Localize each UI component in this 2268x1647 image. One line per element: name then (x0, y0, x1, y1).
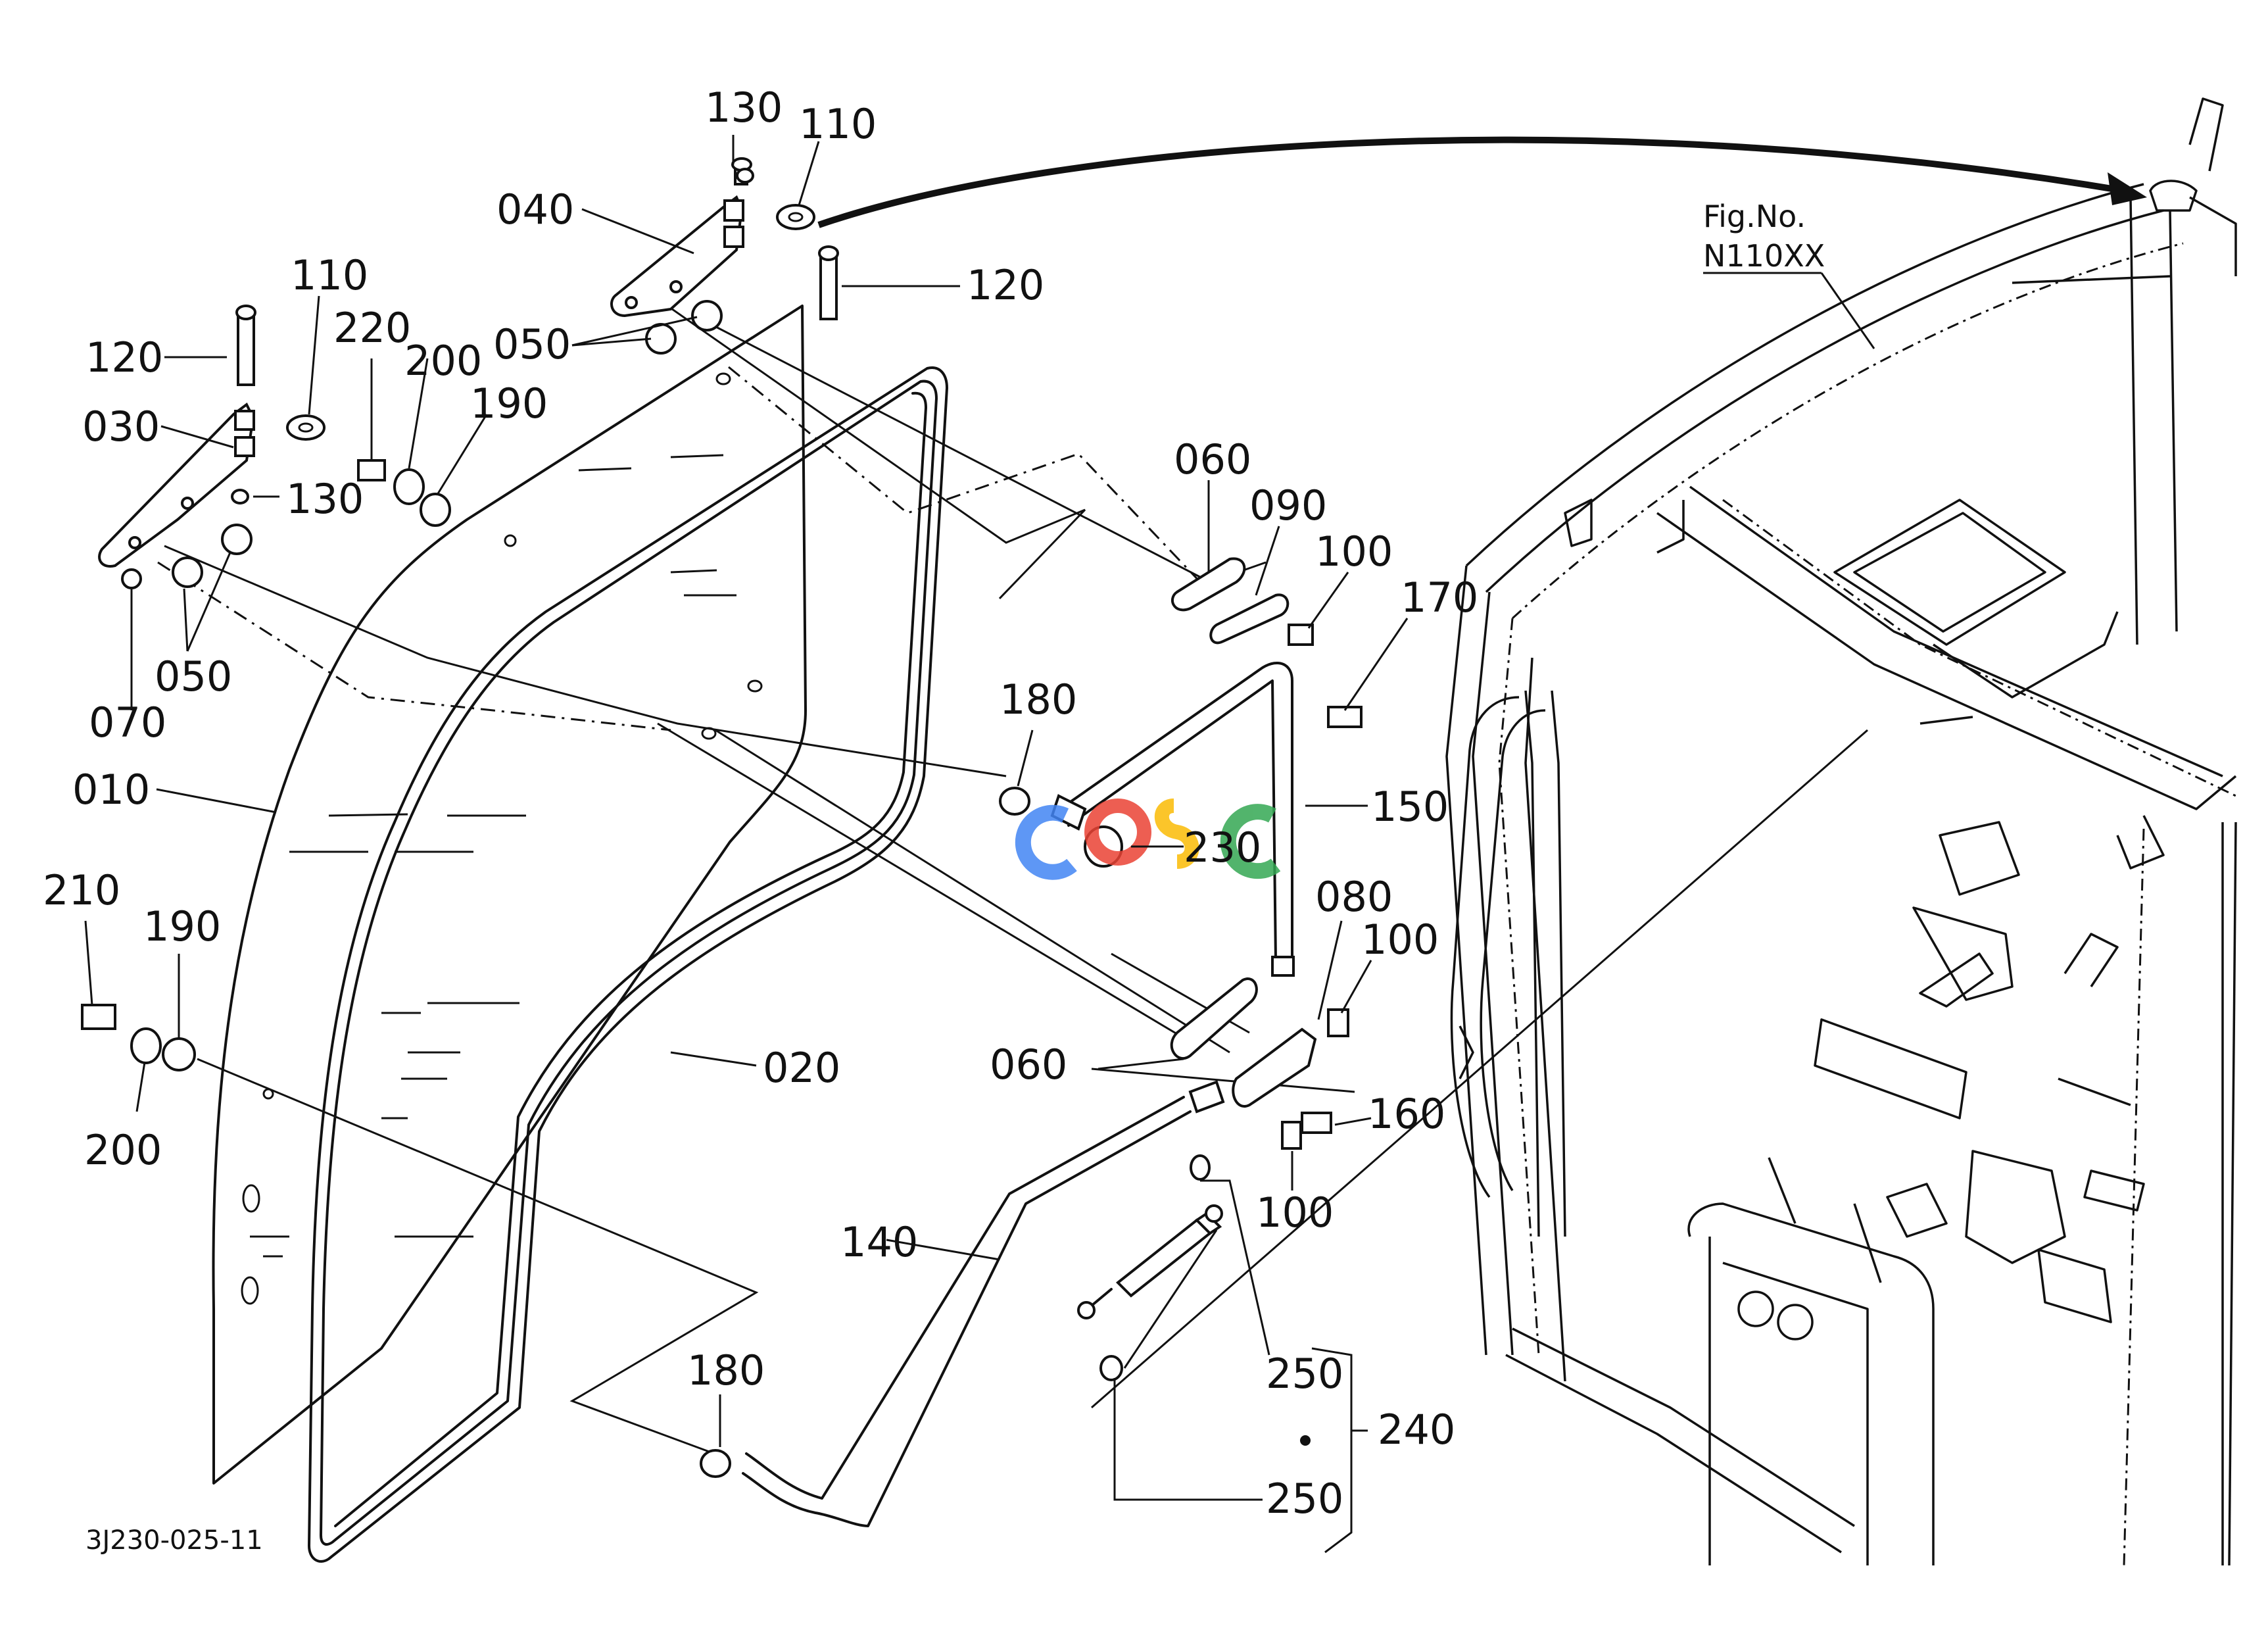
callout-100-upper: 100 (1315, 528, 1393, 576)
callout-250-lower: 250 (1266, 1475, 1343, 1523)
callout-010: 010 (72, 766, 150, 814)
callout-220: 220 (333, 304, 411, 352)
callout-140: 140 (840, 1218, 918, 1266)
callout-200-lower: 200 (84, 1126, 162, 1174)
callout-200-upper: 200 (404, 337, 482, 385)
leader-lines (84, 135, 1409, 1554)
callout-100-lower: 100 (1256, 1189, 1334, 1237)
callout-130-upper: 130 (705, 84, 783, 132)
cab-frame (1445, 97, 2237, 1566)
hinge-030 (98, 168, 754, 589)
callout-050-lower: 050 (155, 652, 232, 701)
callout-150: 150 (1371, 783, 1449, 831)
callout-020: 020 (763, 1044, 840, 1092)
callout-160: 160 (1368, 1090, 1445, 1138)
weatherstrip-020 (308, 366, 948, 1563)
callout-100-middle: 100 (1361, 916, 1439, 964)
figure-ref-label: Fig.No. (1703, 199, 1806, 234)
rod-140 (742, 1080, 1225, 1527)
watermark-logo (1015, 799, 1281, 880)
callout-250-upper: 250 (1266, 1350, 1343, 1398)
callout-230: 230 (1184, 823, 1261, 872)
callout-050-upper: 050 (493, 320, 571, 368)
callout-090: 090 (1249, 481, 1327, 529)
hardware-misc (81, 459, 1363, 1478)
callout-180-upper: 180 (1000, 676, 1077, 724)
figure-reference: Fig.No. N110XX (1703, 199, 1875, 349)
callout-110-upper: 110 (799, 100, 877, 148)
figure-ref-number: N110XX (1703, 238, 1825, 274)
callout-120-lower: 120 (85, 333, 163, 381)
callout-060-lower: 060 (990, 1041, 1067, 1089)
callout-070: 070 (89, 699, 166, 747)
door-glass-010 (212, 305, 807, 1485)
callout-labels: 130 110 040 120 050 110 120 030 220 200 … (43, 84, 1478, 1523)
callout-030: 030 (82, 403, 160, 451)
callout-170: 170 (1401, 574, 1478, 622)
callout-210: 210 (43, 866, 120, 914)
callout-110-lower: 110 (291, 251, 368, 299)
callout-060-upper: 060 (1174, 435, 1251, 483)
callout-080: 080 (1315, 873, 1393, 921)
callout-240: 240 (1378, 1406, 1455, 1454)
callout-190-upper: 190 (470, 380, 548, 428)
diagram-code: 3J230-025-11 (85, 1525, 263, 1556)
reference-arrow (817, 136, 2147, 228)
callout-130-lower: 130 (286, 475, 364, 523)
callout-190-lower: 190 (143, 902, 221, 950)
callout-120-upper: 120 (967, 261, 1044, 309)
rod-150 (1050, 661, 1295, 977)
callout-180-lower: 180 (687, 1346, 765, 1394)
gas-strut-240 (1077, 1154, 1311, 1446)
callout-040: 040 (496, 185, 574, 234)
